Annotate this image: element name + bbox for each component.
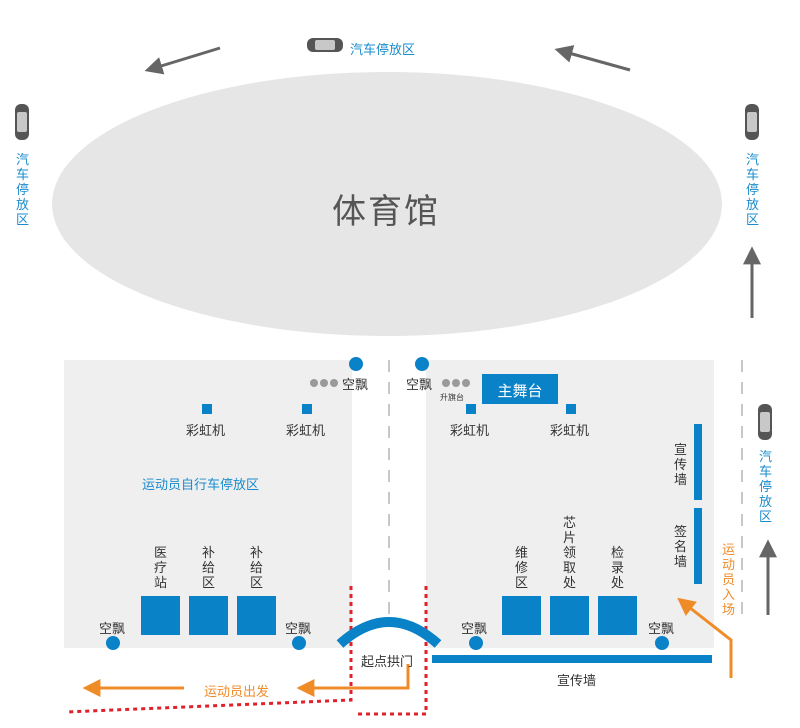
repair-area-label: 维修区 <box>514 546 528 591</box>
route-depart-line <box>296 664 410 697</box>
repair-area-booth <box>502 596 541 635</box>
route-enter-line <box>677 597 733 678</box>
float-label: 空飘 <box>648 622 675 637</box>
rainbow-machine-marker <box>466 404 476 414</box>
float-label: 空飘 <box>342 378 369 393</box>
parking-label-right-upper: 汽车停放区 <box>745 153 759 228</box>
main-stage-label: 主舞台 <box>497 382 543 400</box>
medical-station-label: 医疗站 <box>153 546 167 591</box>
gray-dot <box>320 379 328 387</box>
float-label: 空飘 <box>461 622 488 637</box>
sign-wall-label: 签名墙 <box>673 525 687 570</box>
balloon-marker <box>469 636 483 650</box>
main-stage <box>482 374 558 404</box>
athletes-depart-label: 运动员出发 <box>204 685 270 700</box>
parking-label-left: 汽车停放区 <box>15 153 29 228</box>
gray-dot <box>330 379 338 387</box>
float-label: 空飘 <box>285 622 312 637</box>
balloon-marker <box>655 636 669 650</box>
red-barrier-right <box>356 586 428 716</box>
supply-area-label: 补给区 <box>201 546 215 591</box>
rainbow-machine-label: 彩虹机 <box>550 424 590 439</box>
float-label: 空飘 <box>99 622 126 637</box>
bike-parking-label: 运动员自行车停放区 <box>142 478 260 493</box>
flow-arrow-top-right <box>554 45 631 72</box>
red-barrier-left <box>65 586 353 714</box>
rainbow-machine-label: 彩虹机 <box>286 424 326 439</box>
chip-pickup-label: 芯片领取处 <box>562 516 576 591</box>
sign-wall <box>694 508 702 584</box>
balloon-marker <box>292 636 306 650</box>
gray-dot <box>310 379 318 387</box>
flag-platform-label: 升旗台 <box>440 393 464 402</box>
promo-wall-side <box>694 424 702 500</box>
rainbow-machine-marker <box>202 404 212 414</box>
start-arch-label: 起点拱门 <box>361 655 414 670</box>
parking-label-top: 汽车停放区 <box>350 43 416 58</box>
car-icon <box>758 404 772 440</box>
car-icon <box>745 104 759 140</box>
supply-area-booth <box>237 596 276 635</box>
chip-pickup-booth <box>550 596 589 635</box>
checkin-label: 检录处 <box>610 546 624 591</box>
car-icon <box>307 38 343 52</box>
rainbow-machine-marker <box>566 404 576 414</box>
float-label: 空飘 <box>406 378 433 393</box>
rainbow-machine-marker <box>302 404 312 414</box>
gray-dot <box>462 379 470 387</box>
supply-area-label: 补给区 <box>249 546 263 591</box>
checkin-booth <box>598 596 637 635</box>
rainbow-machine-label: 彩虹机 <box>186 424 226 439</box>
supply-area-booth <box>189 596 228 635</box>
parking-label-right-lower: 汽车停放区 <box>758 450 772 525</box>
promo-wall-bottom-label: 宣传墙 <box>557 674 597 689</box>
gym-label: 体育馆 <box>332 192 440 232</box>
start-arch-shape <box>336 617 442 648</box>
promo-wall-side-label: 宣传墙 <box>673 443 687 488</box>
gray-dot <box>442 379 450 387</box>
balloon-marker <box>106 636 120 650</box>
car-icon <box>15 104 29 140</box>
medical-station-booth <box>141 596 180 635</box>
athletes-enter-label: 运动员入场 <box>721 543 735 618</box>
rainbow-machine-label: 彩虹机 <box>450 424 490 439</box>
balloon-marker <box>349 357 363 371</box>
gymnasium <box>52 72 722 336</box>
promo-wall-bottom <box>432 655 712 663</box>
flow-arrow-top-left <box>144 46 221 75</box>
gray-dot <box>452 379 460 387</box>
balloon-marker <box>415 357 429 371</box>
